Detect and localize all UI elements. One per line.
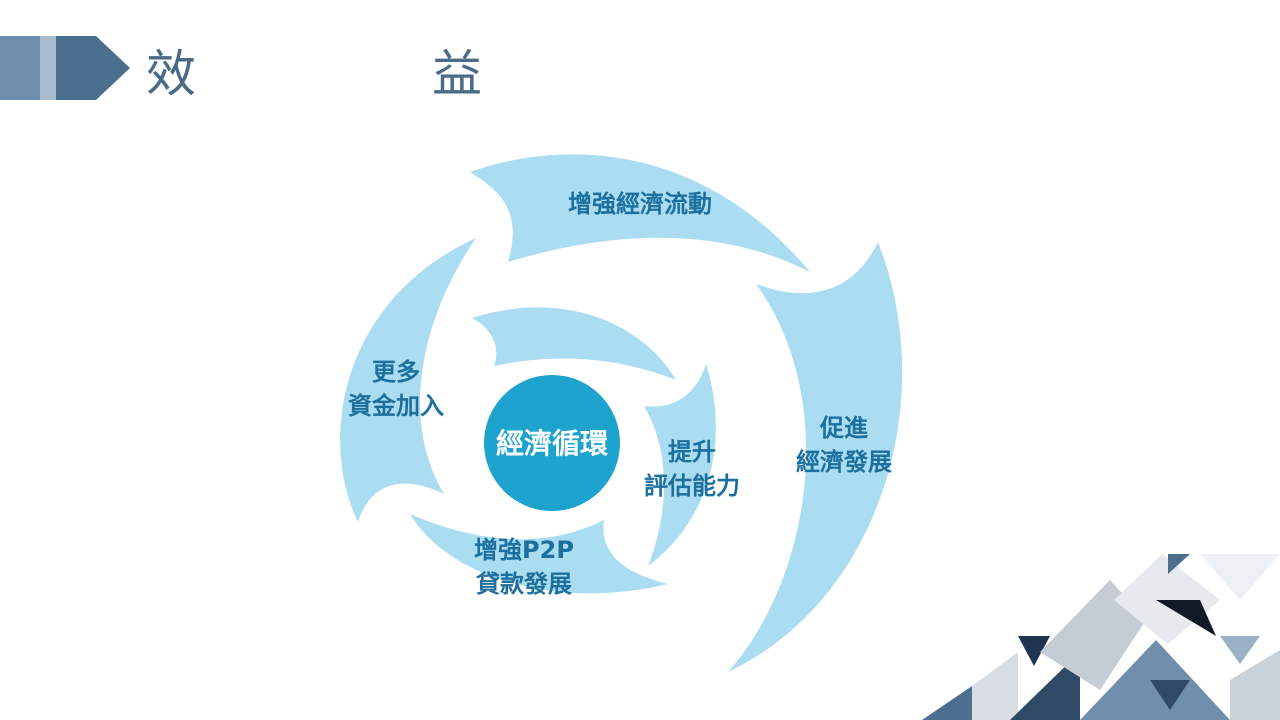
label-funds-line2: 資金加入 xyxy=(348,392,444,420)
page-title-left: 效 xyxy=(146,45,196,103)
swirl-bottom xyxy=(410,514,668,594)
swirl-top xyxy=(470,154,810,272)
page-title-right: 益 xyxy=(432,45,482,103)
label-economic-flow: 增強經濟流動 xyxy=(568,190,712,218)
label-assess-line2: 評估能力 xyxy=(644,472,740,500)
swirl-left xyxy=(340,238,476,522)
center-label: 經濟循環 xyxy=(496,427,609,460)
swirl-inner-top xyxy=(472,307,676,380)
swirl-inner-right xyxy=(644,364,716,566)
swirl-right xyxy=(728,242,903,672)
title-arrow-bar xyxy=(0,36,130,100)
label-p2p-line2: 貸款發展 xyxy=(476,570,572,598)
label-promote-line2: 經濟發展 xyxy=(796,448,892,476)
corner-triangle-decoration xyxy=(922,554,1280,720)
label-funds-line1: 更多 xyxy=(372,358,420,386)
center-circle xyxy=(484,375,620,511)
label-assess-line1: 提升 xyxy=(668,438,716,466)
label-promote-line1: 促進 xyxy=(819,414,868,442)
label-p2p-line1: 增強P2P xyxy=(474,536,574,564)
